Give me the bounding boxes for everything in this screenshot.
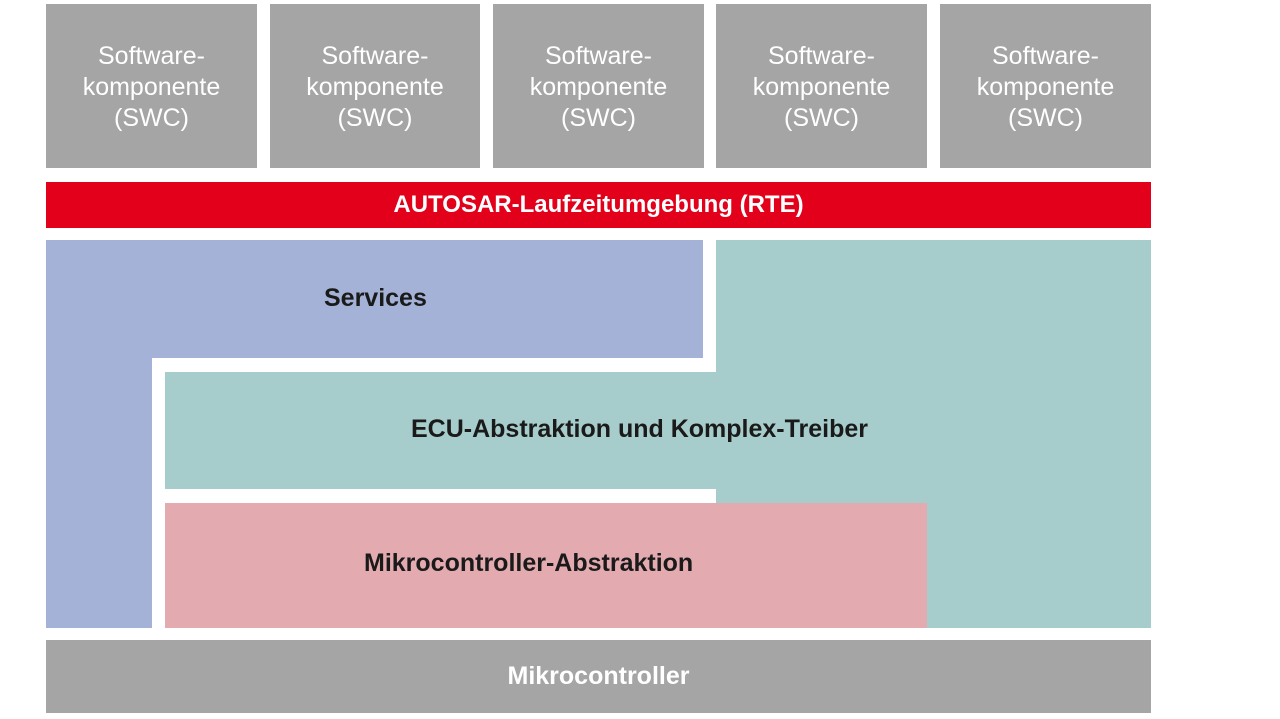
- microcontroller-bar: Mikrocontroller: [46, 640, 1151, 713]
- rte-bar: AUTOSAR-Laufzeitumgebung (RTE): [46, 182, 1151, 228]
- software-component-box: Software- komponente (SWC): [270, 4, 480, 168]
- ecu-abstraction-fill: [716, 372, 942, 489]
- software-component-label: Software- komponente (SWC): [306, 41, 444, 132]
- ecu-abstraction-label: ECU-Abstraktion und Komplex-Treiber: [411, 415, 868, 443]
- services-label: Services: [324, 284, 427, 312]
- software-component-label: Software- komponente (SWC): [752, 41, 891, 132]
- software-component-box: Software- komponente (SWC): [46, 4, 257, 168]
- software-component-box: Software- komponente (SWC): [493, 4, 704, 168]
- microcontroller-label: Mikrocontroller: [507, 662, 690, 690]
- rte-label: AUTOSAR-Laufzeitumgebung (RTE): [393, 191, 804, 218]
- services-top-band: [46, 240, 703, 358]
- services-left-column: [46, 240, 152, 628]
- software-component-box: Software- komponente (SWC): [940, 4, 1151, 168]
- ecu-abstraction-band: [165, 372, 716, 489]
- mcal-box: [165, 503, 927, 628]
- software-component-label: Software- komponente (SWC): [82, 41, 221, 132]
- software-component-label: Software- komponente (SWC): [529, 41, 668, 132]
- software-component-box: Software- komponente (SWC): [716, 4, 927, 168]
- software-component-label: Software- komponente (SWC): [976, 41, 1115, 132]
- mcal-label: Mikrocontroller-Abstraktion: [364, 549, 694, 577]
